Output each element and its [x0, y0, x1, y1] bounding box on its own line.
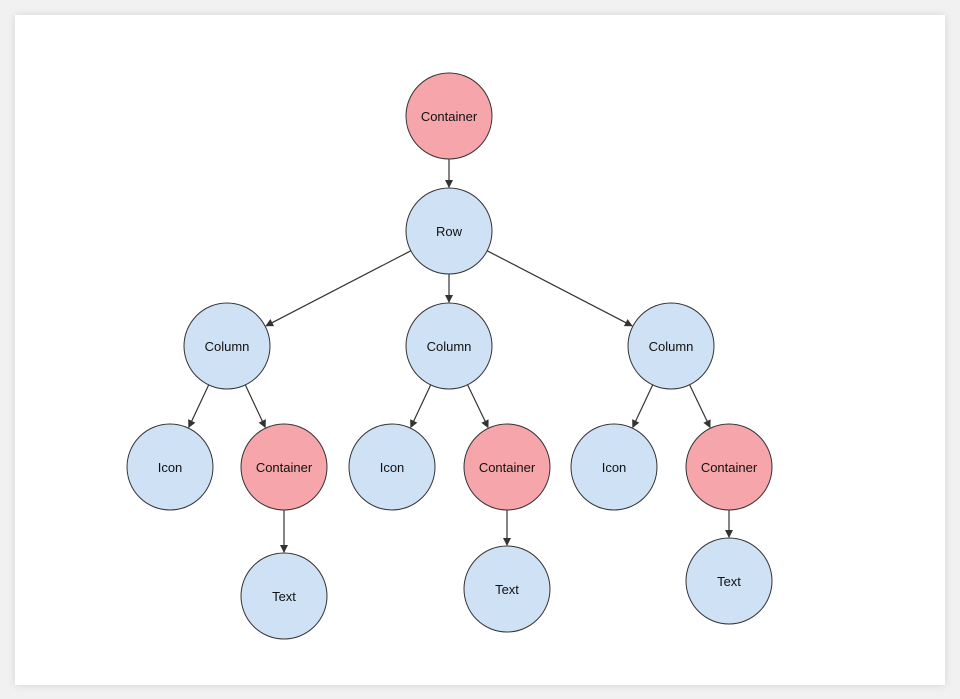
edge-column-3-to-container-3: [689, 384, 711, 429]
edges: [188, 159, 733, 553]
node-label-icon-2: Icon: [380, 460, 405, 475]
node-text-1: Text: [240, 552, 328, 640]
node-circle-container-2: [463, 423, 551, 511]
node-text-2: Text: [463, 545, 551, 633]
node-label-column-1: Column: [205, 339, 250, 354]
node-circle-text-2: [463, 545, 551, 633]
node-label-text-1: Text: [272, 589, 296, 604]
edge-column-2-to-container-2: [467, 384, 489, 429]
node-circle-container-root: [405, 72, 493, 160]
node-container-3: Container: [685, 423, 773, 511]
node-icon-1: Icon: [126, 423, 214, 511]
node-circle-icon-1: [126, 423, 214, 511]
node-icon-2: Icon: [348, 423, 436, 511]
edge-column-2-to-icon-2: [410, 384, 432, 429]
node-container-root: Container: [405, 72, 493, 160]
node-label-container-3: Container: [701, 460, 758, 475]
node-circle-text-1: [240, 552, 328, 640]
node-label-row: Row: [436, 224, 463, 239]
edge-column-1-to-container-1: [244, 384, 266, 429]
node-icon-3: Icon: [570, 423, 658, 511]
node-circle-column-1: [183, 302, 271, 390]
edge-column-1-to-icon-1: [188, 384, 210, 429]
node-column-2: Column: [405, 302, 493, 390]
node-column-3: Column: [627, 302, 715, 390]
node-label-column-2: Column: [427, 339, 472, 354]
node-column-1: Column: [183, 302, 271, 390]
node-label-container-1: Container: [256, 460, 313, 475]
node-circle-icon-3: [570, 423, 658, 511]
node-circle-container-3: [685, 423, 773, 511]
node-label-text-2: Text: [495, 582, 519, 597]
node-circle-column-2: [405, 302, 493, 390]
node-circle-text-3: [685, 537, 773, 625]
node-label-icon-3: Icon: [602, 460, 627, 475]
node-label-container-root: Container: [421, 109, 478, 124]
node-circle-row: [405, 187, 493, 275]
node-text-3: Text: [685, 537, 773, 625]
node-circle-icon-2: [348, 423, 436, 511]
edge-row-to-column-3: [486, 250, 633, 327]
edge-row-to-column-1: [265, 250, 412, 327]
node-label-icon-1: Icon: [158, 460, 183, 475]
node-label-column-3: Column: [649, 339, 694, 354]
node-label-text-3: Text: [717, 574, 741, 589]
node-row: Row: [405, 187, 493, 275]
node-label-container-2: Container: [479, 460, 536, 475]
node-container-1: Container: [240, 423, 328, 511]
node-circle-column-3: [627, 302, 715, 390]
edge-column-3-to-icon-3: [632, 384, 654, 429]
node-container-2: Container: [463, 423, 551, 511]
node-circle-container-1: [240, 423, 328, 511]
